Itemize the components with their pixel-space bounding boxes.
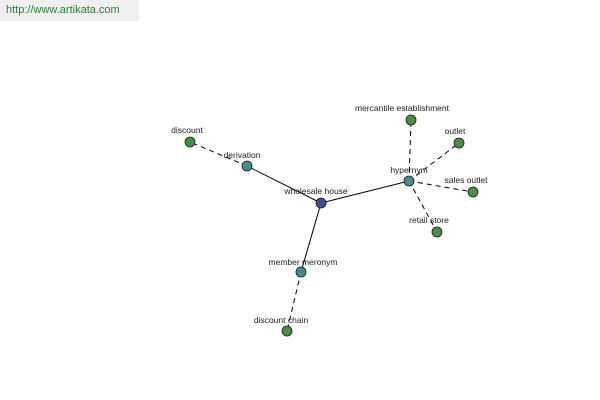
node-label-discount-chain: discount chain [254, 315, 309, 325]
edge-hypernym-to-retail-store [408, 180, 438, 233]
node-wholesale-house[interactable] [315, 197, 327, 209]
edge-wholesale-house-to-hypernym [320, 180, 410, 204]
node-discount-chain[interactable] [281, 325, 293, 337]
edge-wholesale-house-to-member-meronym [300, 202, 322, 273]
edge-wholesale-house-to-derivation [246, 165, 322, 204]
source-link[interactable]: http://www.artikata.com [0, 0, 139, 21]
node-derivation[interactable] [241, 160, 253, 172]
node-retail-store[interactable] [431, 226, 443, 238]
edge-member-meronym-to-discount-chain [286, 271, 302, 332]
edge-derivation-to-discount [189, 141, 248, 167]
edges-layer [189, 119, 474, 332]
node-label-member-meronym: member meronym [269, 257, 338, 267]
node-mercantile-establishment[interactable] [405, 114, 417, 126]
node-label-sales-outlet: sales outlet [445, 175, 489, 185]
node-outlet[interactable] [453, 137, 465, 149]
node-label-mercantile-establishment: mercantile establishment [355, 103, 450, 113]
edge-hypernym-to-outlet [408, 142, 460, 182]
nodes-layer [184, 114, 479, 337]
node-label-derivation: derivation [224, 150, 261, 160]
labels-layer: wholesale house derivation hypernym member … [171, 103, 488, 325]
edge-hypernym-to-mercantile-establishment [408, 119, 412, 182]
node-hypernym[interactable] [403, 175, 415, 187]
node-member-meronym[interactable] [295, 266, 307, 278]
node-label-discount: discount [171, 125, 203, 135]
node-label-hypernym: hypernym [390, 165, 427, 175]
node-sales-outlet[interactable] [467, 186, 479, 198]
node-label-wholesale-house: wholesale house [283, 186, 348, 196]
node-discount[interactable] [184, 136, 196, 148]
node-label-retail-store: retail store [409, 215, 449, 225]
edge-hypernym-to-sales-outlet [408, 180, 474, 193]
node-label-outlet: outlet [445, 126, 466, 136]
